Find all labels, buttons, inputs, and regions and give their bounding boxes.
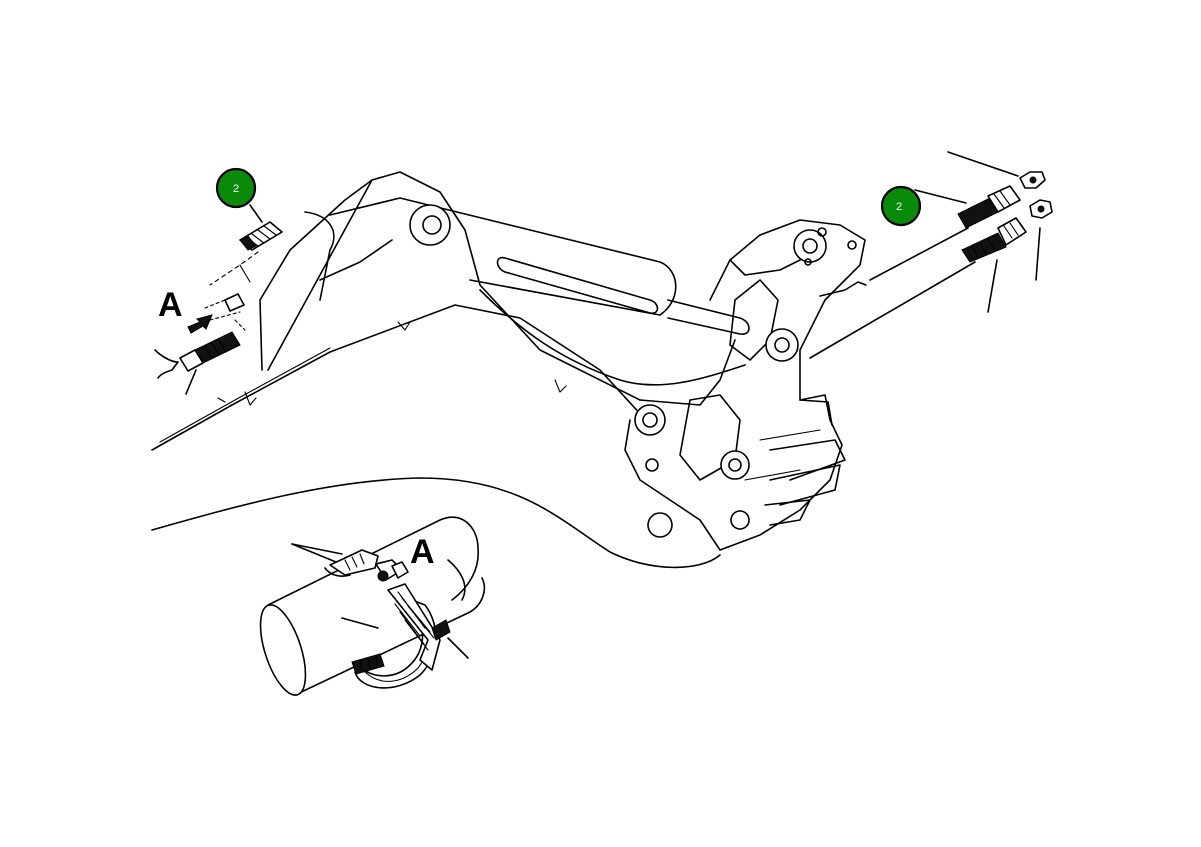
lower-hose-fitting[interactable] [154,331,241,379]
upper-hose-fitting[interactable] [239,221,283,251]
detail-view-label: A [410,533,435,571]
hose-clamp[interactable] [351,583,451,689]
detail-marker-label: A [158,286,183,324]
right-fitting-group: 2 [809,151,1053,359]
upper-straight-fitting[interactable] [957,171,1046,229]
adapter-fitting[interactable] [204,293,246,331]
swing-bracket [624,219,867,551]
callout-badge-right[interactable]: 2 [880,185,922,227]
clamp-saddle[interactable] [324,549,409,582]
callout-badge-left-label: 2 [233,183,239,195]
detail-view: A [259,516,486,696]
left-fitting-group: A 2 [154,167,283,395]
detail-arrow-icon [187,314,213,334]
callout-badge-left[interactable]: 2 [215,167,257,209]
lower-straight-fitting[interactable] [961,199,1053,263]
boom-assembly [151,171,750,569]
callout-badge-right-label: 2 [896,201,902,213]
